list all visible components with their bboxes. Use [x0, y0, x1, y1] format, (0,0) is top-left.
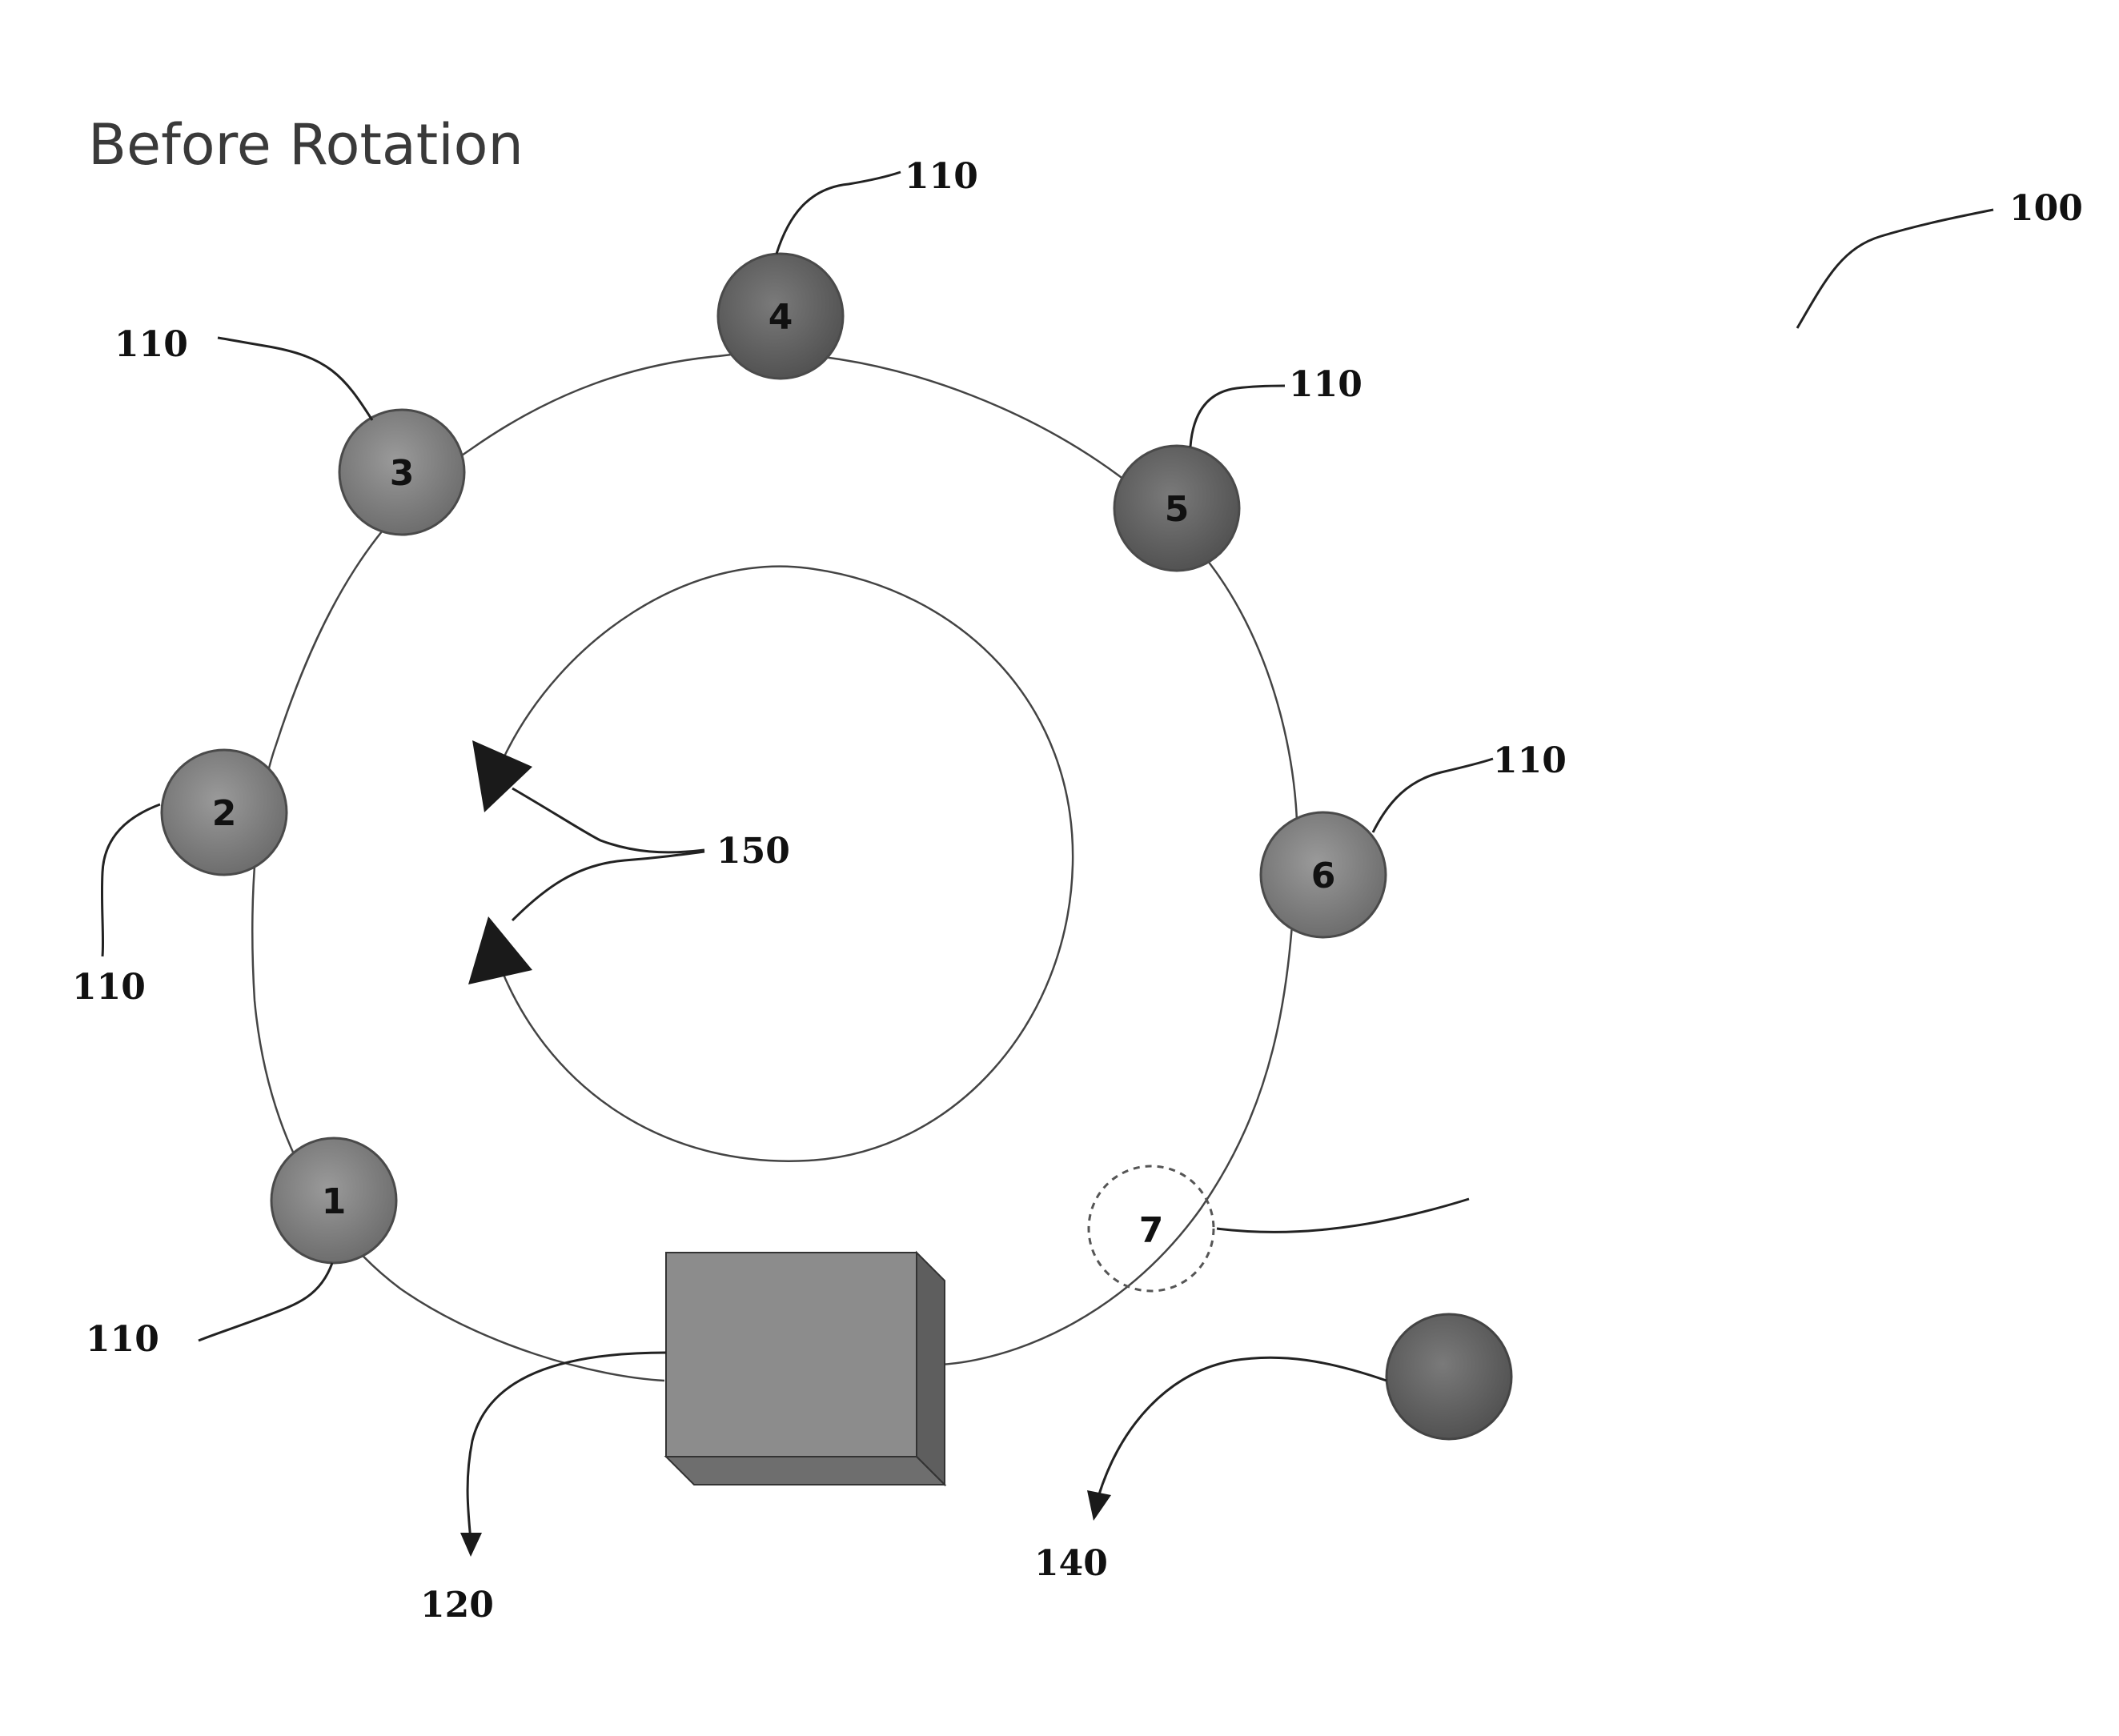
leader-150-lower: [512, 852, 704, 920]
leader-110-node-5: [1190, 386, 1285, 447]
node-7-label: 7: [1139, 1210, 1164, 1251]
leader-140: [1098, 1357, 1387, 1497]
arrowhead-140: [1087, 1490, 1111, 1521]
device-box-front: [666, 1253, 917, 1457]
rotation-arrowhead-upper: [472, 740, 532, 812]
node-4-label: 4: [769, 297, 793, 338]
node-3: 3: [339, 410, 464, 535]
leader-100: [1797, 210, 1993, 328]
node-ref-label-2: 110: [72, 967, 146, 1008]
node-5: 5: [1114, 446, 1239, 571]
device-ref-label: 120: [420, 1585, 494, 1626]
node-1-label: 1: [322, 1181, 347, 1222]
leader-120: [468, 1353, 666, 1541]
node-ref-label-4: 110: [905, 156, 978, 197]
node-6: 6: [1261, 812, 1386, 937]
leader-110-node-1: [199, 1263, 332, 1341]
node-1: 1: [271, 1138, 396, 1263]
node-ref-label-1: 110: [86, 1319, 159, 1360]
node-2: 2: [162, 750, 287, 875]
rotation-ref-label: 150: [716, 831, 790, 872]
node-5-label: 5: [1165, 489, 1190, 530]
incoming-node: [1387, 1314, 1511, 1439]
arrowhead-120: [460, 1533, 482, 1557]
rotation-arrowhead-lower: [468, 916, 532, 984]
leader-110-node-6: [1373, 759, 1493, 832]
node-ref-label-5: 110: [1289, 364, 1363, 405]
leader-110-node-2: [102, 804, 160, 956]
figure-title: Before Rotation: [88, 112, 524, 178]
node-ref-label-3: 110: [114, 324, 188, 365]
device-box: [666, 1253, 945, 1485]
incoming-ref-label: 140: [1034, 1543, 1108, 1584]
figure-ref-label: 100: [2009, 188, 2083, 229]
node-2-label: 2: [212, 793, 237, 834]
node-4: 4: [718, 254, 843, 379]
leader-110-node-4: [777, 172, 901, 254]
leader-110-node-3: [218, 338, 372, 420]
node-6-label: 6: [1311, 856, 1336, 896]
leader-150-upper: [512, 788, 704, 852]
node-ref-label-6: 110: [1493, 740, 1567, 781]
leader-node-7: [1217, 1199, 1469, 1232]
node-3-label: 3: [390, 453, 415, 494]
device-box-side: [917, 1253, 945, 1485]
device-box-bottom: [666, 1457, 945, 1485]
